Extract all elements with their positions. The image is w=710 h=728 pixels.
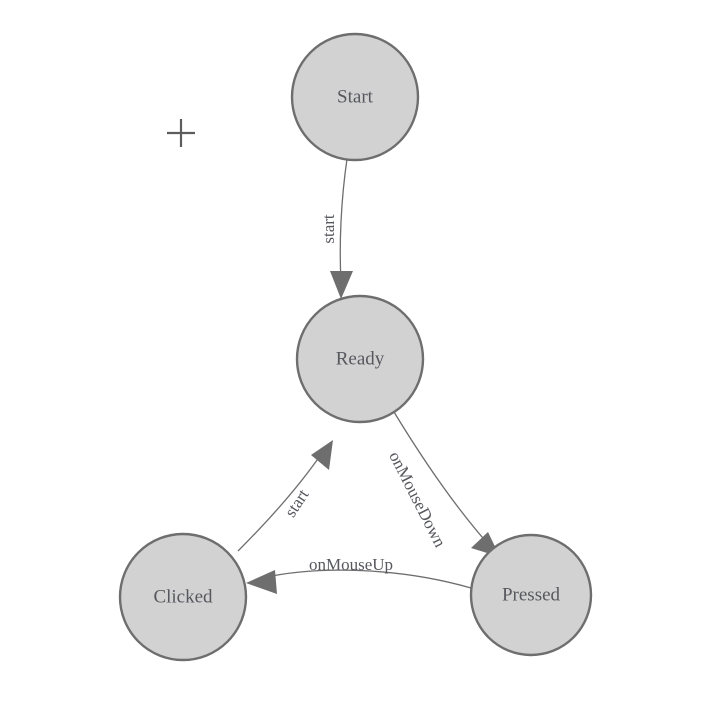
- edge-pressed-to-clicked-arrowhead: [246, 570, 277, 594]
- node-clicked-label: Clicked: [153, 586, 213, 607]
- node-ready[interactable]: Ready: [295, 294, 425, 424]
- node-start-circle: [290, 32, 420, 162]
- node-start[interactable]: Start: [290, 32, 420, 162]
- edge-ready-to-pressed[interactable]: onMouseDown: [385, 411, 500, 557]
- node-clicked-circle: [118, 532, 248, 662]
- edge-ready-to-pressed-label: onMouseDown: [385, 448, 450, 550]
- edge-start-to-ready-arrowhead: [330, 271, 353, 299]
- edge-clicked-to-ready[interactable]: start: [237, 440, 333, 552]
- node-ready-label: Ready: [336, 348, 385, 369]
- edge-start-to-ready-path: [339, 158, 348, 282]
- node-start-label: Start: [337, 86, 374, 107]
- edge-pressed-to-clicked[interactable]: onMouseUp: [246, 555, 472, 594]
- node-pressed[interactable]: Pressed: [469, 533, 593, 657]
- edge-clicked-to-ready-label: start: [281, 485, 313, 520]
- node-pressed-label: Pressed: [502, 584, 561, 605]
- plus-marker-icon: [167, 119, 195, 147]
- edge-clicked-to-ready-arrowhead: [311, 440, 333, 470]
- edge-start-to-ready-label: start: [319, 214, 338, 244]
- node-clicked[interactable]: Clicked: [118, 532, 248, 662]
- edge-ready-to-pressed-path: [393, 411, 490, 546]
- node-pressed-circle: [469, 533, 593, 657]
- edge-pressed-to-clicked-label: onMouseUp: [309, 555, 393, 574]
- node-ready-circle: [295, 294, 425, 424]
- edge-pressed-to-clicked-path: [261, 569, 472, 589]
- edge-start-to-ready[interactable]: start: [319, 158, 353, 299]
- edge-clicked-to-ready-path: [237, 452, 323, 552]
